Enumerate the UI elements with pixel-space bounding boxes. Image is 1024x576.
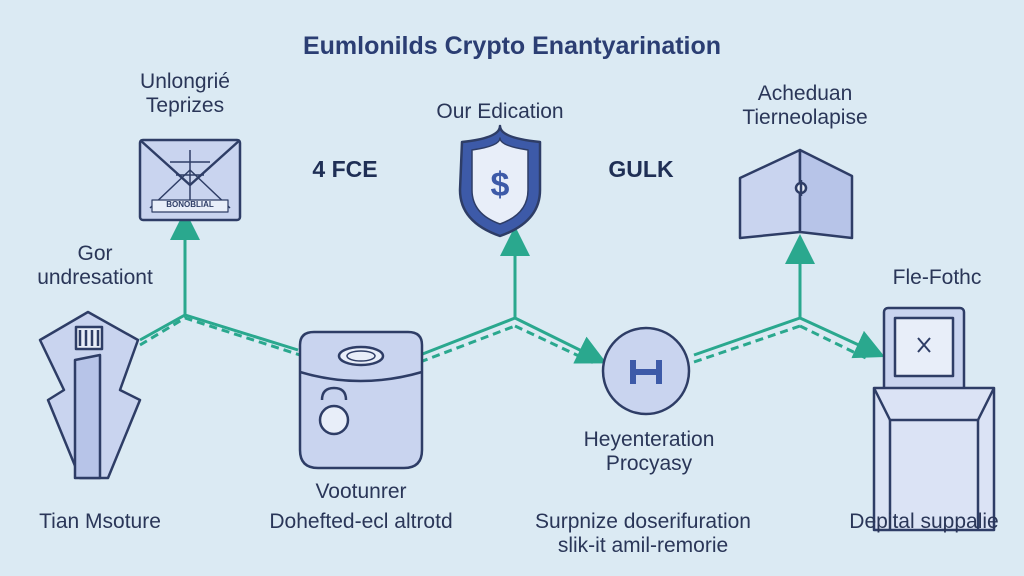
label-left-mid: Gor undresationt: [37, 242, 153, 290]
connector-circle-right: [693, 316, 801, 357]
shield-dollar-icon: $: [458, 124, 542, 238]
label-top-left: Unlongrié Teprizes: [140, 70, 230, 118]
connector-lines: [139, 210, 885, 366]
connector-to-circle-dashed: [514, 324, 597, 366]
safe-lock-icon: [298, 330, 424, 470]
envelope-icon: [138, 138, 242, 222]
label-bottom-center: Dohefted-ecl altrotd: [269, 510, 453, 533]
circle-h-icon: [601, 326, 691, 416]
wallet-icon: [738, 148, 854, 240]
label-safe-title: Vootunrer: [315, 480, 407, 503]
label-mid-a: 4 FCE: [312, 156, 378, 182]
label-bottom-right: Depital suppalie: [849, 510, 999, 533]
arrow-to-docbox: [799, 316, 885, 359]
connector-safe-center-dashed: [419, 324, 516, 364]
connector-circle-right-dashed: [693, 324, 801, 364]
arrow-to-circle: [514, 316, 607, 364]
label-bottom-left: Tian Msoture: [39, 510, 161, 533]
connector-safe-center: [419, 316, 516, 357]
connector-to-docbox-dashed: [799, 324, 871, 362]
label-center-right: Heyenteration Procyasy: [583, 428, 715, 476]
envelope-caption: BONOBLIAL: [166, 200, 214, 209]
label-top-right: Acheduan Tierneolapise: [742, 82, 868, 130]
label-bottom-right-center: Surpnize doserifuration slik-it amil-rem…: [535, 510, 751, 558]
svg-text:$: $: [491, 166, 510, 204]
label-right-mid: Fle-Fothc: [892, 266, 982, 289]
document-box-icon: [872, 306, 996, 532]
building-icon: [38, 310, 142, 480]
diagram-title: Eumlonilds Crypto Enantyarination: [302, 32, 722, 60]
label-mid-b: GULK: [608, 156, 674, 182]
label-center-top: Our Edication: [436, 100, 564, 123]
connector-left-safe: [139, 316, 301, 357]
